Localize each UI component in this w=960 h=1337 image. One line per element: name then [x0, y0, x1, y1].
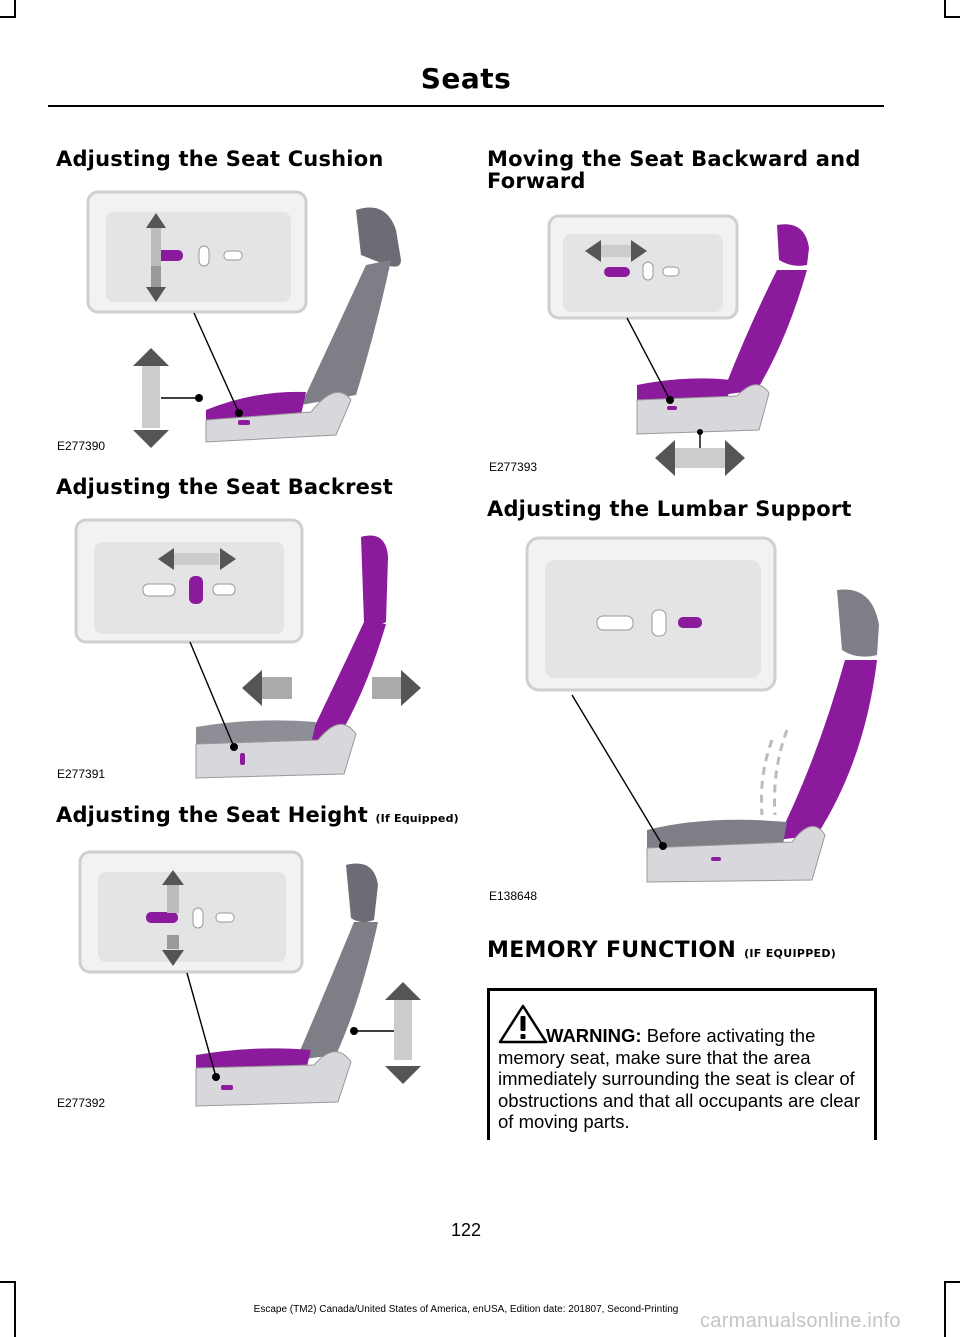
heading-line: Forward	[487, 169, 586, 193]
footer-text: Escape (TM2) Canada/United States of Ame…	[253, 1304, 679, 1315]
crop-mark	[944, 1281, 946, 1337]
figure-seat-backward-forward	[547, 214, 809, 476]
crop-mark	[0, 16, 16, 18]
warning-label: WARNING:	[546, 1025, 642, 1046]
heading-note: (If Equipped)	[375, 812, 459, 825]
control-panel-inset	[86, 190, 308, 314]
up-down-arrow-icon	[146, 213, 166, 302]
crop-mark	[944, 0, 946, 18]
figure-code: E277390	[57, 439, 106, 453]
figure-lumbar-support	[525, 536, 879, 883]
page-number: 122	[450, 1220, 482, 1240]
control-panel-inset	[74, 518, 304, 644]
control-panel-inset	[78, 850, 304, 974]
heading-memory-function: MEMORY FUNCTION (IF EQUIPPED)	[487, 940, 836, 965]
crop-mark	[14, 1281, 16, 1337]
left-right-arrow-icon	[655, 440, 745, 476]
crop-mark	[0, 1281, 16, 1283]
page-title: Seats	[420, 62, 512, 95]
up-down-arrow-icon	[385, 982, 421, 1084]
figure-code: E277391	[57, 767, 106, 781]
figure-code: E138648	[489, 889, 538, 903]
heading-seat-cushion: Adjusting the Seat Cushion	[56, 147, 384, 171]
figure-seat-backrest	[74, 518, 421, 779]
warning-box: WARNING: Before activating the memory se…	[487, 988, 877, 1140]
warning-text: WARNING: Before activating the memory se…	[498, 1025, 878, 1133]
up-down-arrow-icon	[133, 348, 169, 448]
heading-text: Adjusting the Seat Height	[56, 803, 368, 827]
left-right-arrow-icon	[585, 240, 647, 262]
right-arrow-icon	[372, 670, 421, 706]
figure-seat-height	[78, 850, 421, 1107]
figure-seat-cushion	[86, 190, 401, 448]
heading-note: (IF EQUIPPED)	[744, 947, 837, 960]
left-arrow-icon	[242, 670, 292, 706]
left-right-arrow-icon	[158, 548, 236, 570]
up-down-arrow-icon	[162, 870, 184, 966]
heading-seat-backrest: Adjusting the Seat Backrest	[56, 475, 394, 499]
heading-line: Moving the Seat Backward and	[487, 147, 861, 171]
crop-mark	[944, 16, 960, 18]
heading-text: MEMORY FUNCTION	[487, 938, 737, 963]
figure-code: E277393	[489, 460, 538, 474]
heading-lumbar-support: Adjusting the Lumbar Support	[487, 497, 852, 521]
watermark: carmanualsonline.info	[700, 1310, 901, 1332]
figure-code: E277392	[57, 1096, 106, 1110]
warning-body: Before activating the memory seat, make …	[498, 1025, 860, 1132]
heading-moving-seat: Moving the Seat Backward and Forward	[487, 148, 861, 192]
seat-illustration	[636, 224, 809, 435]
warning-triangle-icon	[498, 1004, 548, 1044]
crop-mark	[944, 1281, 960, 1283]
header-divider	[48, 105, 884, 107]
heading-seat-height: Adjusting the Seat Height (If Equipped)	[56, 804, 459, 830]
control-panel-inset	[525, 536, 777, 692]
seat-illustration	[195, 863, 378, 1107]
seat-illustration	[646, 589, 879, 883]
crop-mark	[14, 0, 16, 18]
seat-illustration	[205, 207, 401, 443]
control-panel-inset	[547, 214, 739, 320]
